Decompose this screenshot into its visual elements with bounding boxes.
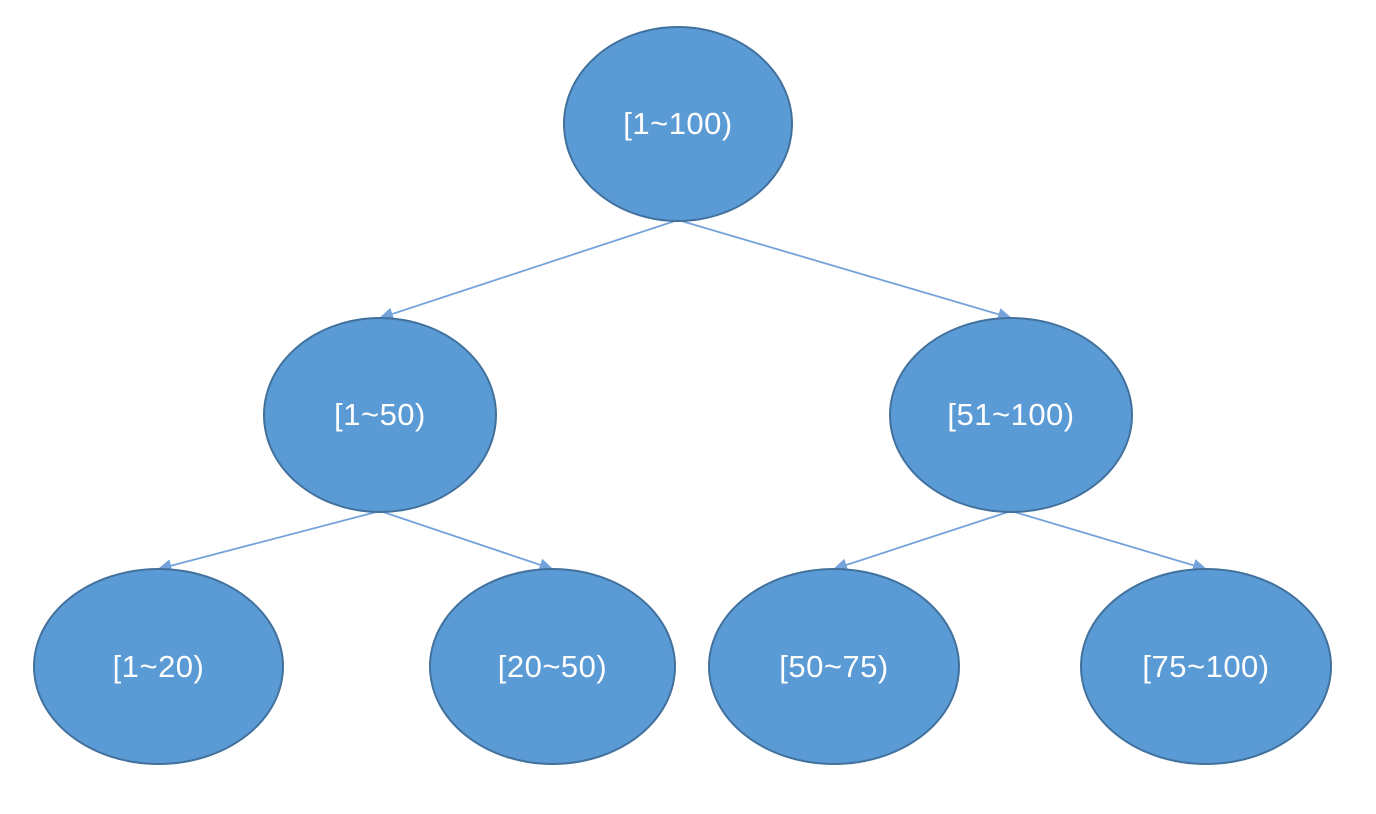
tree-node-75-100: [75~100) [1080, 568, 1332, 765]
tree-node-label: [51~100) [947, 397, 1075, 432]
tree-node-label: [20~50) [497, 648, 608, 684]
tree-node-label: [1~50) [334, 397, 426, 432]
tree-node-50-75: [50~75) [708, 568, 960, 765]
tree-node-20-50: [20~50) [429, 568, 676, 765]
tree-node-label: [1~20) [112, 648, 205, 684]
tree-edge-root-right [677, 219, 1012, 321]
tree-node-1-50: [1~50) [263, 317, 497, 513]
tree-edge-right-leaf3 [833, 510, 1012, 572]
tree-node-1-100: [1~100) [563, 26, 793, 222]
tree-node-1-20: [1~20) [33, 568, 284, 765]
tree-edge-left-leaf1 [157, 510, 381, 572]
tree-node-label: [1~100) [623, 106, 733, 141]
tree-edge-root-left [379, 219, 679, 321]
tree-edge-right-leaf4 [1010, 510, 1207, 572]
tree-node-label: [75~100) [1142, 648, 1270, 684]
tree-edge-left-leaf2 [379, 510, 554, 572]
tree-node-label: [50~75) [779, 648, 889, 684]
tree-node-51-100: [51~100) [889, 317, 1133, 513]
